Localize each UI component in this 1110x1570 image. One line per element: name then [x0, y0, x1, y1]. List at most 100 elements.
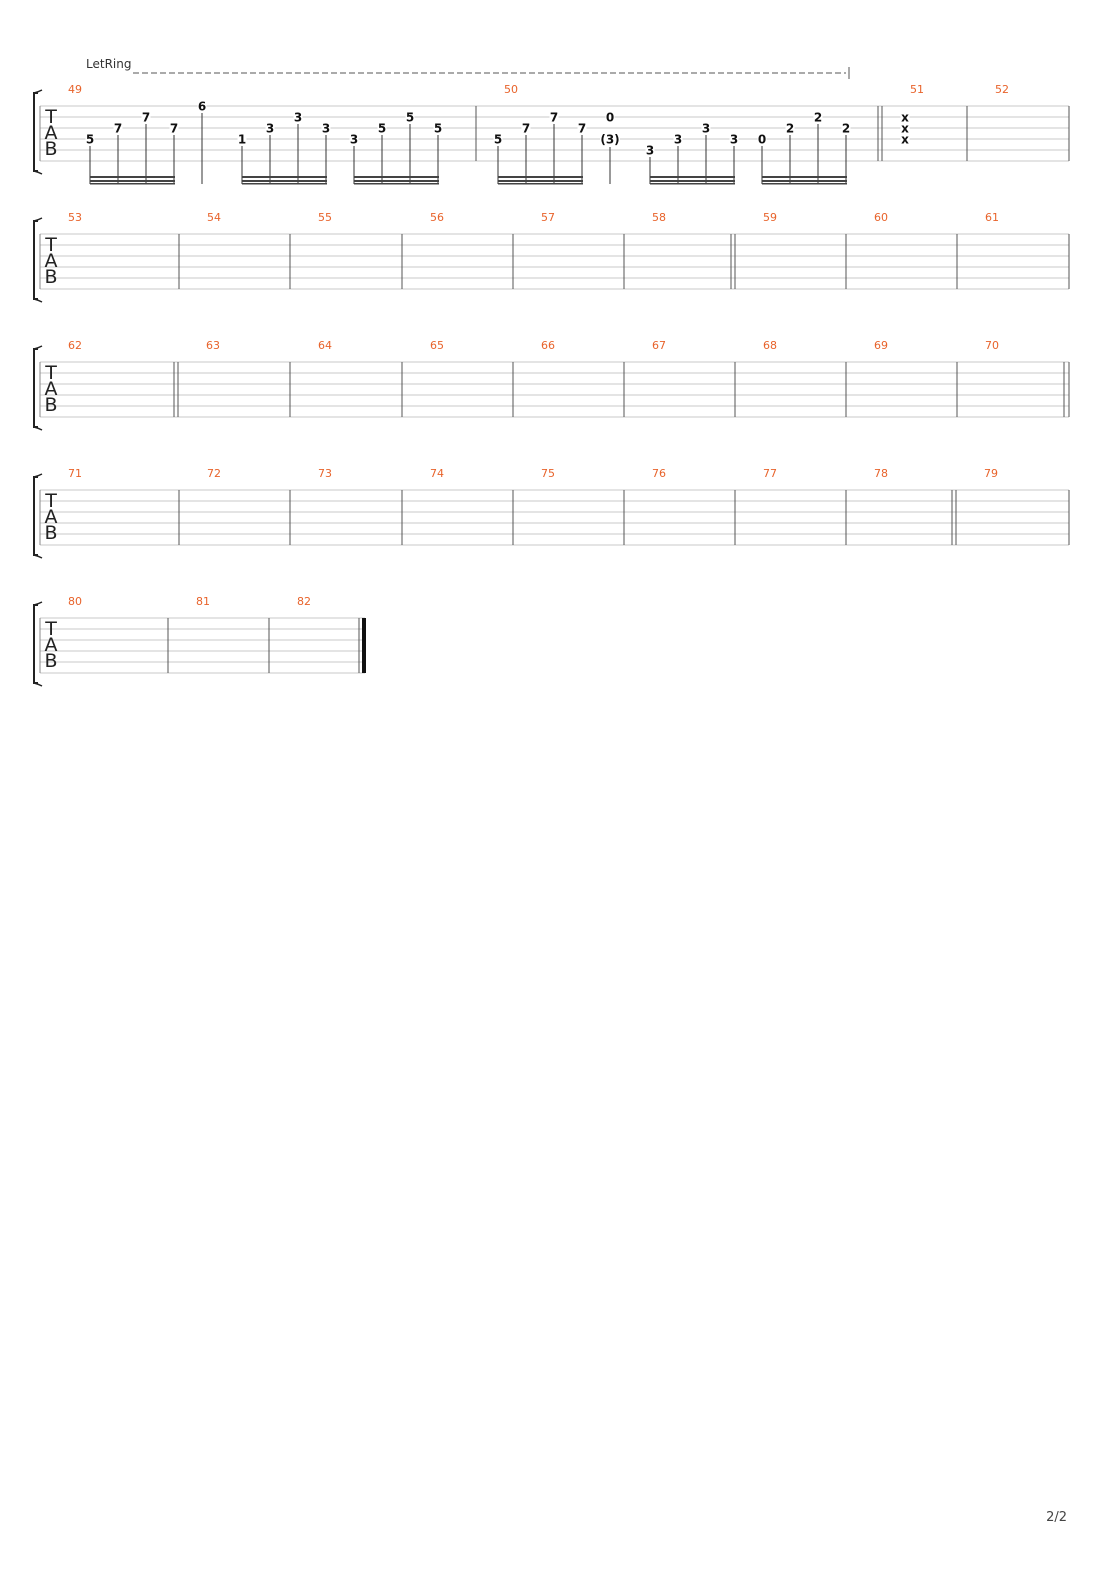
beam-primary	[762, 176, 847, 178]
system-bracket	[33, 220, 38, 300]
bar-number: 74	[430, 467, 444, 480]
bar-number: 49	[68, 83, 82, 96]
fret-background	[757, 133, 767, 145]
fret-number: 7	[142, 111, 150, 125]
bracket-hook-top	[33, 217, 43, 222]
bracket-hook-top	[33, 89, 43, 94]
tab-clef-letter: T	[44, 106, 57, 128]
bar-number: 60	[874, 211, 888, 224]
fret-background	[900, 133, 910, 145]
system-bracket	[33, 476, 38, 556]
fret-number: x	[901, 133, 909, 147]
fret-number: x	[901, 111, 909, 125]
tab-clef-letter: T	[44, 618, 57, 640]
fret-number: 2	[842, 122, 850, 136]
fret-number: 7	[170, 122, 178, 136]
beam-secondary	[354, 180, 439, 182]
let-ring-label: LetRing	[86, 57, 131, 71]
beam-tertiary	[242, 183, 327, 185]
tab-clef-letter: B	[44, 522, 57, 544]
bracket-hook-bottom	[33, 170, 43, 175]
bar-number: 55	[318, 211, 332, 224]
bracket-hook-top	[33, 601, 43, 606]
bar-number: 72	[207, 467, 221, 480]
bar-number: 71	[68, 467, 82, 480]
fret-number: 5	[86, 133, 94, 147]
fret-background	[321, 122, 331, 134]
bar-number: 80	[68, 595, 82, 608]
tab-clef-letter: A	[45, 634, 58, 656]
beam-primary	[498, 176, 583, 178]
fret-number: 1	[238, 133, 246, 147]
fret-background	[645, 144, 655, 156]
fret-background	[405, 111, 415, 123]
fret-background	[577, 122, 587, 134]
fret-background	[521, 122, 531, 134]
fret-background	[600, 133, 620, 145]
tab-clef-letter: B	[44, 266, 57, 288]
bar-number: 59	[763, 211, 777, 224]
system-bracket	[33, 348, 38, 428]
fret-background	[900, 122, 910, 134]
bar-number: 66	[541, 339, 555, 352]
page-number: 2/2	[1046, 1510, 1067, 1525]
bar-number: 54	[207, 211, 221, 224]
fret-number: 3	[646, 144, 654, 158]
tab-clef-letter: T	[44, 234, 57, 256]
bracket-hook-bottom	[33, 682, 43, 687]
beam-secondary	[498, 180, 583, 182]
beam-tertiary	[498, 183, 583, 185]
bar-number: 81	[196, 595, 210, 608]
fret-number: (3)	[600, 133, 619, 147]
bar-number: 73	[318, 467, 332, 480]
fret-background	[605, 111, 615, 123]
bar-number: 52	[995, 83, 1009, 96]
tab-clef-letter: B	[44, 138, 57, 160]
fret-background	[237, 133, 247, 145]
fret-background	[141, 111, 151, 123]
final-barline-thick	[362, 618, 366, 673]
bar-number: 68	[763, 339, 777, 352]
fret-number: x	[901, 122, 909, 136]
fret-number: 3	[294, 111, 302, 125]
tab-clef-letter: A	[45, 122, 58, 144]
beam-primary	[242, 176, 327, 178]
tab-clef-letter: A	[45, 506, 58, 528]
tab-clef-letter: A	[45, 250, 58, 272]
fret-background	[377, 122, 387, 134]
fret-background	[113, 122, 123, 134]
bar-number: 64	[318, 339, 332, 352]
fret-number: 3	[322, 122, 330, 136]
fret-background	[85, 133, 95, 145]
fret-number: 3	[350, 133, 358, 147]
bar-number: 63	[206, 339, 220, 352]
fret-background	[293, 111, 303, 123]
tab-clef-letter: B	[44, 650, 57, 672]
beam-tertiary	[90, 183, 175, 185]
bar-number: 67	[652, 339, 666, 352]
bracket-hook-bottom	[33, 426, 43, 431]
bar-number: 78	[874, 467, 888, 480]
tab-clef-letter: B	[44, 394, 57, 416]
bar-number: 75	[541, 467, 555, 480]
beam-tertiary	[762, 183, 847, 185]
fret-number: 3	[730, 133, 738, 147]
fret-number: 7	[578, 122, 586, 136]
beam-secondary	[90, 180, 175, 182]
bar-number: 62	[68, 339, 82, 352]
fret-background	[169, 122, 179, 134]
bar-number: 70	[985, 339, 999, 352]
fret-number: 5	[494, 133, 502, 147]
fret-background	[900, 111, 910, 123]
beam-tertiary	[354, 183, 439, 185]
fret-number: 7	[114, 122, 122, 136]
fret-number: 7	[550, 111, 558, 125]
beam-primary	[650, 176, 735, 178]
fret-background	[841, 122, 851, 134]
bar-number: 76	[652, 467, 666, 480]
system-bracket	[33, 604, 38, 684]
fret-background	[349, 133, 359, 145]
